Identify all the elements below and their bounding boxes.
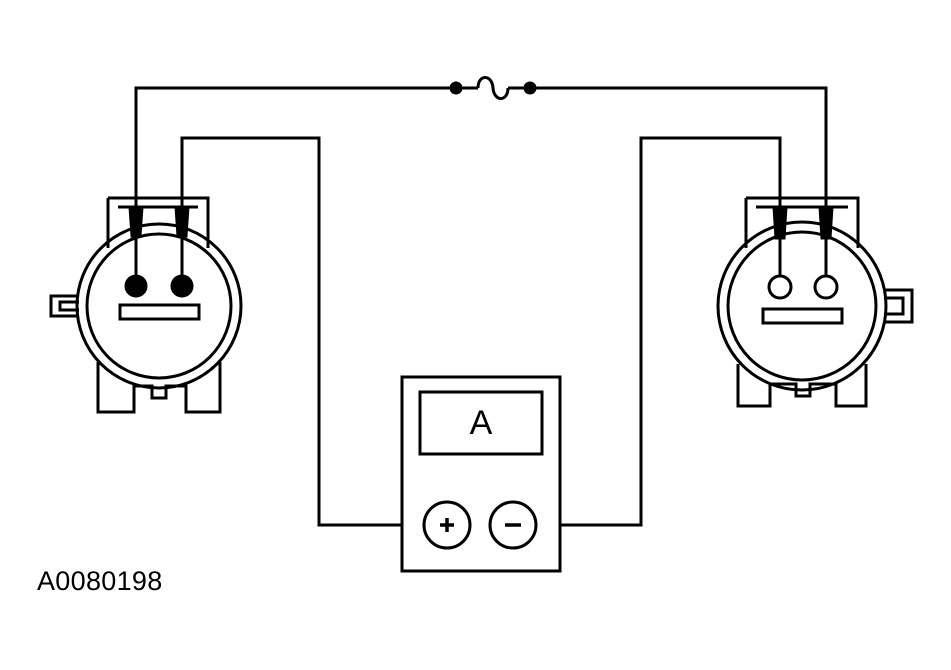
left-connector — [49, 196, 243, 414]
negative-terminal — [488, 500, 538, 550]
figure-id: A0080198 — [37, 566, 163, 596]
ammeter — [400, 375, 562, 573]
ammeter-label: A — [469, 403, 493, 442]
right-connector — [716, 196, 914, 408]
wire-to-positive — [180, 136, 402, 527]
wire-to-negative — [560, 136, 782, 527]
fuse-symbol — [449, 76, 537, 100]
top-wire — [134, 86, 828, 207]
positive-terminal — [422, 500, 472, 550]
